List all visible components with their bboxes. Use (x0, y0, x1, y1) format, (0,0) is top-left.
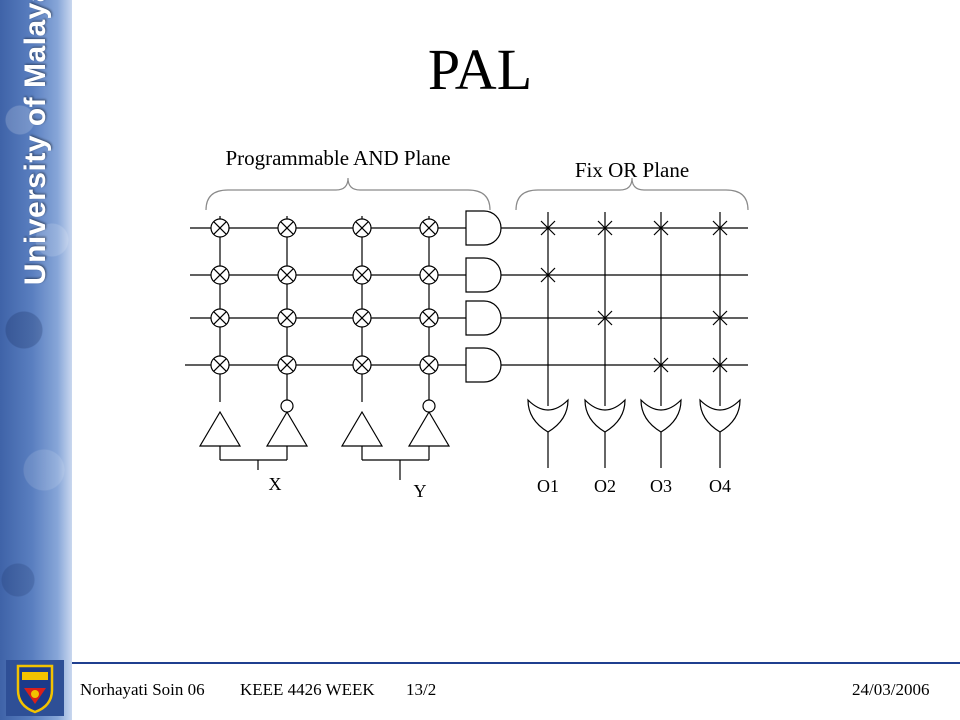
inverter (407, 410, 451, 447)
and-gate (465, 347, 502, 383)
fuse-cross (355, 311, 369, 325)
fuse-cross (213, 221, 227, 235)
fuse-cross (280, 358, 294, 372)
buffer (340, 410, 384, 447)
or-gate (640, 398, 682, 433)
or-connection-mark (712, 220, 728, 236)
or-plane-connections (540, 220, 728, 373)
fuse-cross (422, 268, 436, 282)
footer-author: Norhayati Soin 06 (80, 680, 205, 699)
or-gate (699, 398, 741, 433)
output-label: O2 (594, 476, 616, 496)
fuse-cross (280, 311, 294, 325)
fuse-cross (280, 268, 294, 282)
sidebar-photo-collage (0, 0, 72, 660)
and-gate (465, 210, 502, 246)
fuse-cross (213, 358, 227, 372)
inverter (265, 410, 309, 447)
plane-braces (205, 177, 749, 211)
input-label: Y (414, 481, 427, 501)
and-plane-fuses (210, 218, 439, 375)
inverter-bubble (280, 399, 294, 413)
or-connection-mark (597, 220, 613, 236)
input-buffers (198, 399, 451, 480)
output-label: O4 (709, 476, 731, 496)
fuse-cross (355, 221, 369, 235)
slide-title: PAL (427, 37, 533, 102)
or-gate (584, 398, 626, 433)
fuse-cross (213, 311, 227, 325)
or-connection-mark (597, 310, 613, 326)
and-gate (465, 257, 502, 293)
or-connection-mark (653, 220, 669, 236)
or-connection-mark (712, 357, 728, 373)
or-gate (527, 398, 569, 433)
and-plane-label: Programmable AND Plane (225, 146, 450, 170)
output-label: O3 (650, 476, 672, 496)
or-connection-mark (540, 220, 556, 236)
output-label: O1 (537, 476, 559, 496)
fuse-cross (280, 221, 294, 235)
or-connection-mark (540, 267, 556, 283)
buffer (198, 410, 242, 447)
input-label: X (269, 474, 282, 494)
fuse-cross (355, 268, 369, 282)
footer-date: 24/03/2006 (852, 680, 930, 699)
io-labels: X Y O1 O2 O3 O4 (269, 474, 732, 501)
fuse-cross (422, 221, 436, 235)
fuse-cross (422, 311, 436, 325)
or-connection-mark (653, 357, 669, 373)
footer-divider (72, 662, 960, 664)
footer-course: KEEE 4426 WEEK (240, 680, 375, 699)
or-plane-label: Fix OR Plane (575, 158, 689, 182)
or-gates (527, 398, 741, 468)
or-connection-mark (712, 310, 728, 326)
and-gates (465, 210, 502, 383)
university-crest-icon (6, 660, 64, 716)
fuse-cross (213, 268, 227, 282)
sidebar-banner: University of Malaya (0, 0, 72, 720)
inverter-bubble (422, 399, 436, 413)
fuse-cross (422, 358, 436, 372)
fuse-cross (355, 358, 369, 372)
or-plane-brace (515, 177, 749, 211)
and-gate (465, 300, 502, 336)
and-plane-brace (205, 177, 491, 211)
footer-page-number: 13/2 (406, 680, 437, 699)
